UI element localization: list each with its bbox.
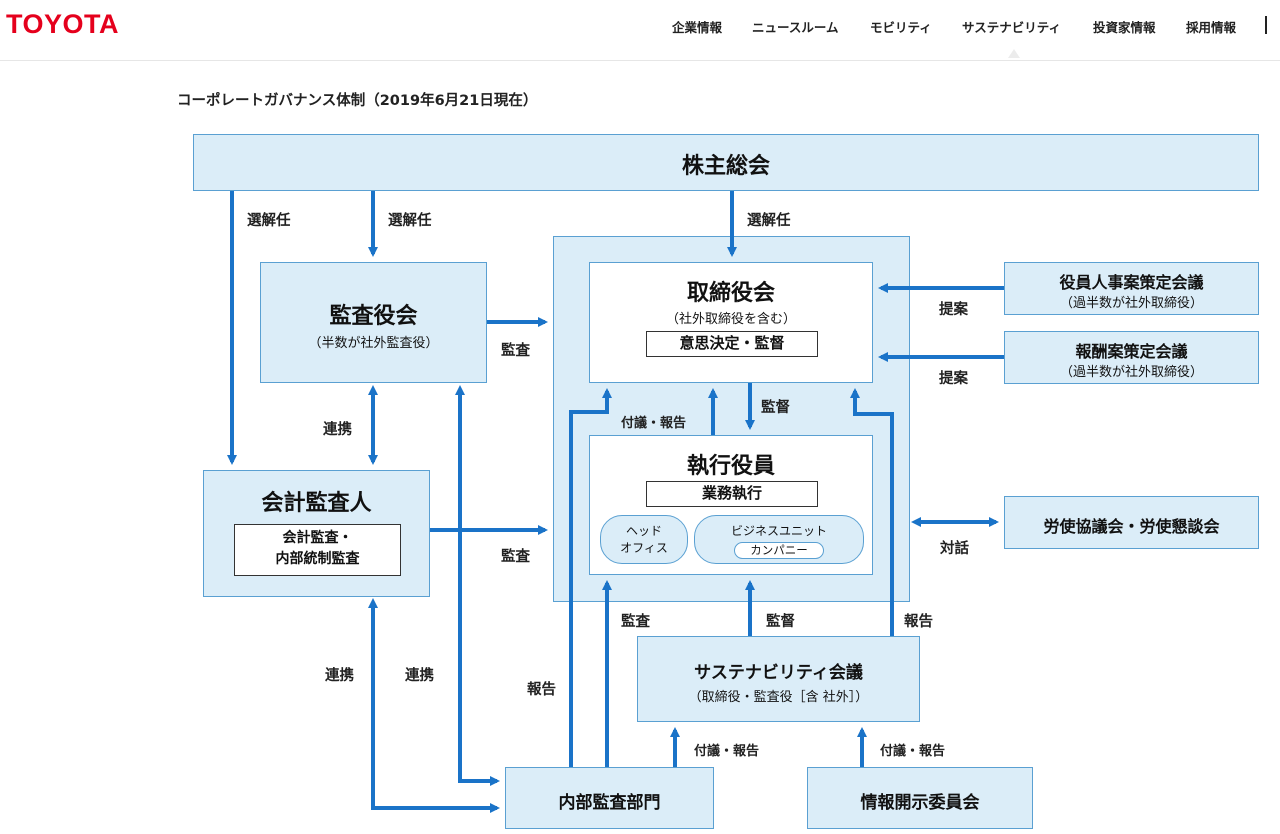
label-cooperate-3: 連携 [405, 668, 434, 684]
head-office-line1: ヘッド [625, 524, 662, 538]
audit-board-box: 監査役会 （半数が社外監査役） [260, 262, 487, 383]
nav-mobility[interactable]: モビリティ [870, 20, 932, 35]
exec-personnel-note: （過半数が社外取締役） [1059, 296, 1204, 311]
company-tag: カンパニー [734, 542, 824, 559]
label-supervise-2: 監督 [766, 614, 795, 630]
label-propose-1: 提案 [939, 302, 968, 318]
arrow-audit-board-internal-audit [455, 385, 500, 786]
label-supervise-1: 監督 [761, 400, 790, 416]
page-title: コーポレートガバナンス体制（2019年6月21日現在） [177, 93, 538, 109]
internal-audit-box: 内部監査部門 [505, 767, 714, 829]
labor-council-box: 労使協議会・労使懇談会 [1004, 496, 1259, 549]
label-cooperate-1: 連携 [323, 422, 352, 438]
accounting-auditor-role: 会計監査・ 内部統制監査 [234, 524, 401, 576]
label-elect-1: 選解任 [247, 213, 291, 229]
shareholders-box: 株主総会 [193, 134, 1259, 191]
label-propose-2: 提案 [939, 371, 968, 387]
arrow-sustainability-report [850, 388, 894, 636]
label-cooperate-2: 連携 [325, 668, 354, 684]
head-office-pill: ヘッド オフィス [600, 515, 688, 564]
label-audit-1: 監査 [501, 343, 530, 359]
board-note: （社外取締役を含む） [665, 312, 797, 327]
head-office-line2: オフィス [620, 541, 668, 555]
board-label: 取締役会 [686, 281, 776, 306]
officers-label: 執行役員 [686, 454, 776, 479]
audit-board-label: 監査役会 [329, 304, 418, 329]
sustainability-label: サステナビリティ会議 [694, 663, 863, 683]
arrow-auditor-internal-audit [368, 598, 500, 813]
internal-audit-label: 内部監査部門 [558, 793, 661, 813]
label-report-2: 報告 [904, 614, 933, 630]
auditor-role-line2: 内部統制監査 [275, 551, 360, 567]
board-role: 意思決定・監督 [646, 331, 818, 357]
label-submit-report-2: 付議・報告 [694, 744, 760, 759]
labor-council-label: 労使協議会・労使懇談会 [1043, 517, 1220, 536]
label-audit-3: 監査 [621, 614, 650, 630]
audit-board-note: （半数が社外監査役） [308, 336, 439, 351]
nav-careers[interactable]: 採用情報 [1186, 20, 1237, 35]
accounting-auditor-label: 会計監査人 [261, 491, 372, 516]
nav-investors[interactable]: 投資家情報 [1093, 20, 1156, 35]
compensation-box: 報酬案策定会議 （過半数が社外取締役） [1004, 331, 1259, 384]
label-report-1: 報告 [527, 682, 556, 698]
auditor-role-line1: 会計監査・ [282, 530, 353, 546]
sustainability-box: サステナビリティ会議 （取締役・監査役［含 社外］） [637, 636, 920, 722]
nav-corporate[interactable]: 企業情報 [672, 20, 723, 35]
label-elect-3: 選解任 [747, 213, 791, 229]
label-elect-2: 選解任 [388, 213, 432, 229]
officers-role: 業務執行 [646, 481, 818, 507]
label-submit-report-1: 付議・報告 [621, 416, 687, 431]
accounting-auditor-box: 会計監査人 会計監査・ 内部統制監査 [203, 470, 430, 597]
site-header: TOYOTA 企業情報 ニュースルーム モビリティ サステナビリティ 投資家情報… [0, 0, 1280, 61]
disclosure-label: 情報開示委員会 [860, 793, 980, 813]
compensation-note: （過半数が社外取締役） [1059, 365, 1204, 380]
shareholders-label: 株主総会 [681, 154, 771, 179]
exec-personnel-box: 役員人事案策定会議 （過半数が社外取締役） [1004, 262, 1259, 315]
nav-newsroom[interactable]: ニュースルーム [752, 20, 839, 35]
compensation-label: 報酬案策定会議 [1075, 342, 1188, 361]
label-submit-report-3: 付議・報告 [880, 744, 946, 759]
arrow-internal-audit-report [569, 388, 612, 767]
business-unit-label: ビジネスユニット [730, 524, 827, 538]
label-dialogue: 対話 [940, 541, 969, 557]
board-box: 取締役会 （社外取締役を含む） 意思決定・監督 [589, 262, 873, 383]
business-unit-pill: ビジネスユニット カンパニー [694, 515, 864, 564]
officers-box: 執行役員 業務執行 ヘッド オフィス ビジネスユニット カンパニー [589, 435, 873, 575]
label-audit-2: 監査 [501, 549, 530, 565]
disclosure-box: 情報開示委員会 [807, 767, 1033, 829]
active-nav-indicator [1008, 49, 1020, 58]
nav-sustainability[interactable]: サステナビリティ [962, 20, 1062, 35]
exec-personnel-label: 役員人事案策定会議 [1059, 273, 1204, 292]
menu-divider [1265, 16, 1267, 34]
sustainability-note: （取締役・監査役［含 社外］） [688, 690, 869, 705]
toyota-logo[interactable]: TOYOTA [6, 9, 120, 39]
